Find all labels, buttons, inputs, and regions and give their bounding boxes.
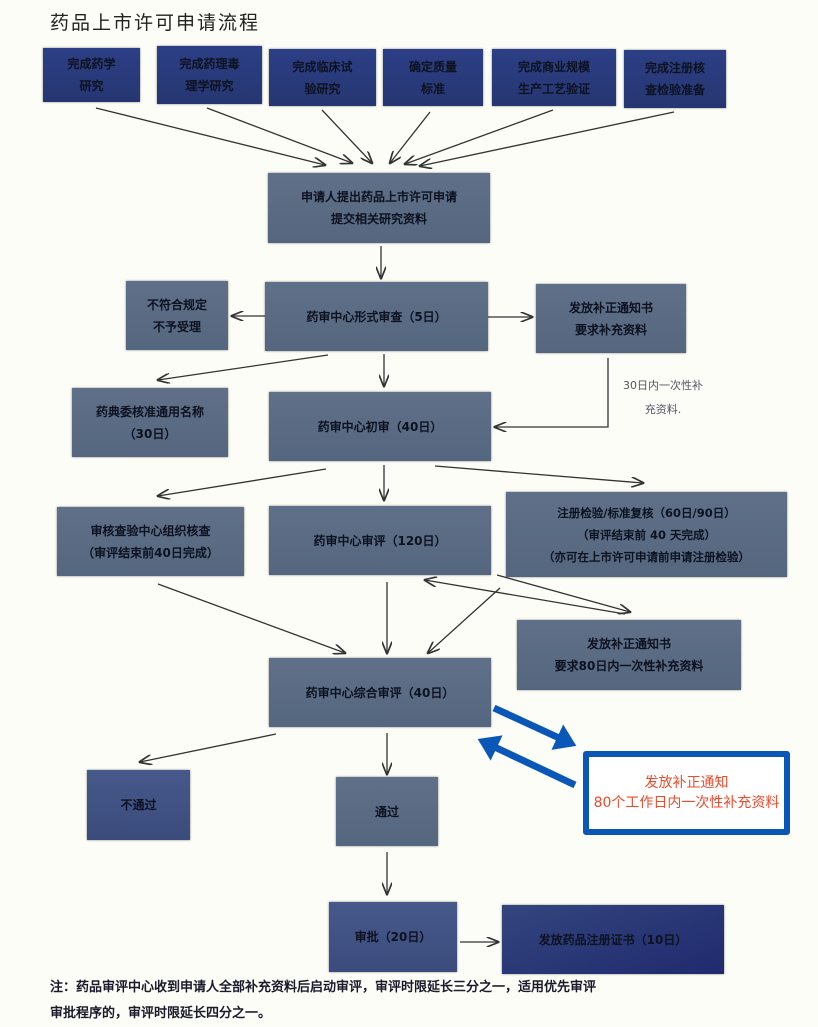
highlight-text: 80个工作日内一次性补充资料 [593, 795, 780, 811]
step-registration-testing: 注册检验/标准复核（60日/90日） （审评结束前 40 天完成） （亦可在上市许可… [506, 492, 787, 577]
arrow [428, 587, 501, 653]
label-text: 充资料. [644, 403, 682, 416]
step-notice-80-days: 发放补正通知书要求80日内一次性补充资料 [517, 620, 741, 690]
box-text: （审评结束前40日完成） [82, 545, 219, 560]
box-text: 药审中心审评（120日） [313, 533, 447, 548]
box-text: 发放补正通知书 [568, 300, 653, 315]
box-text: 不予受理 [152, 319, 201, 334]
box-text: 提交相关研究资料 [330, 212, 427, 226]
box-text: 通过 [374, 804, 399, 819]
box-text: 药审中心初审（40日） [317, 419, 443, 434]
box-text: 完成药学 [67, 57, 116, 71]
arrow [140, 733, 277, 762]
step-quality-standard: 确定质量标准 [383, 49, 483, 106]
box-text: 不通过 [120, 798, 157, 812]
box-text: （30日） [123, 426, 177, 441]
footnote: 注：药品审评中心收到申请人全部补充资料后启动审评，审评时限延长三分之一，适用优先… [50, 975, 790, 1027]
highlight-supplement-notice: 发放补正通知 80个工作日内一次性补充资料 [583, 751, 790, 835]
step-clinical-research: 完成临床试验研究 [269, 49, 376, 106]
box-text: 要求80日内一次性补充资料 [554, 659, 704, 673]
arrow [495, 358, 609, 427]
arrow [405, 109, 554, 164]
box-text: 注册检验/标准复核（60日/90日） [557, 505, 736, 520]
step-pharmacy-research: 完成药学研究 [43, 48, 140, 102]
arrow [158, 354, 329, 380]
step-initial-review: 药审中心初审（40日） [269, 392, 491, 461]
step-certificate: 发放药品注册证书（10日） [502, 905, 724, 974]
footnote-line: 注：药品审评中心收到申请人全部补充资料后启动审评，审评时限延长三分之一，适用优先… [50, 980, 597, 995]
blue-arrow [477, 735, 577, 789]
blue-arrow [492, 704, 577, 750]
box-text: 完成药理毒 [179, 57, 240, 71]
arrow [434, 465, 643, 483]
step-applicant-submission: 申请人提出药品上市许可申请提交相关研究资料 [268, 173, 490, 243]
box-text: 药典委核准通用名称 [95, 404, 204, 419]
step-inspection: 审核查验中心组织核查 （审评结束前40日完成） [57, 507, 244, 576]
arrow [95, 107, 325, 165]
page-title: 药品上市许可申请流程 [50, 12, 261, 34]
box-text: 申请人提出药品上市许可申请 [300, 190, 457, 204]
box-text: 发放补正通知书 [586, 637, 671, 651]
box-text: 药审中心综合审评（40日） [305, 685, 455, 700]
step-fail: 不通过 [87, 770, 190, 840]
box-text: 发放药品注册证书（10日） [538, 932, 688, 947]
box-text: （审评结束前 40 天完成） [576, 527, 716, 542]
box-text: （亦可在上市许可申请前申请注册检验） [543, 549, 750, 564]
arrow [206, 107, 352, 163]
box-text: 验研究 [304, 81, 341, 96]
arrow [425, 580, 626, 615]
step-supplement-notice: 发放补正通知书要求补充资料 [536, 284, 686, 353]
step-reject: 不符合规定不予受理 [126, 281, 228, 350]
box-text: 标准 [420, 81, 445, 96]
step-pharmacology-research: 完成药理毒理学研究 [157, 46, 262, 104]
box-text: 不符合规定 [146, 297, 207, 312]
box-text: 生产工艺验证 [517, 81, 590, 96]
step-pass: 通过 [336, 777, 438, 846]
step-technical-review: 药审中心审评（120日） [269, 506, 491, 575]
box-text: 查检验准备 [644, 83, 705, 97]
arrow [420, 111, 675, 166]
box-text: 要求补充资料 [574, 322, 647, 337]
arrow [157, 583, 345, 653]
box-text: 确定质量 [408, 59, 457, 74]
supplement-30-day-label: 30日内一次性补充资料. [618, 374, 708, 422]
step-pharmacopoeia: 药典委核准通用名称 （30日） [72, 388, 228, 457]
label-text: 30日内一次性补 [623, 379, 703, 392]
arrow [496, 574, 630, 612]
arrow [321, 109, 372, 163]
box-text: 审核查验中心组织核查 [90, 523, 211, 538]
box-text: 药审中心形式审查（5日） [306, 309, 447, 324]
box-text: 审批（20日） [354, 930, 432, 944]
step-formal-review: 药审中心形式审查（5日） [265, 282, 488, 351]
arrow [390, 111, 431, 163]
step-approval: 审批（20日） [329, 902, 457, 972]
highlight-text: 发放补正通知 [644, 775, 729, 791]
arrow [158, 468, 327, 496]
footnote-line: 审批程序的，审评时限延长四分之一。 [50, 1006, 272, 1021]
box-text: 完成商业规模 [517, 59, 590, 74]
step-process-validation: 完成商业规模生产工艺验证 [492, 49, 616, 106]
step-comprehensive-review: 药审中心综合审评（40日） [269, 658, 491, 727]
box-text: 理学研究 [185, 79, 234, 93]
box-text: 完成注册核 [644, 61, 705, 75]
step-inspection-prep: 完成注册核查检验准备 [624, 50, 726, 108]
box-text: 完成临床试 [292, 59, 353, 74]
box-text: 研究 [79, 79, 104, 93]
